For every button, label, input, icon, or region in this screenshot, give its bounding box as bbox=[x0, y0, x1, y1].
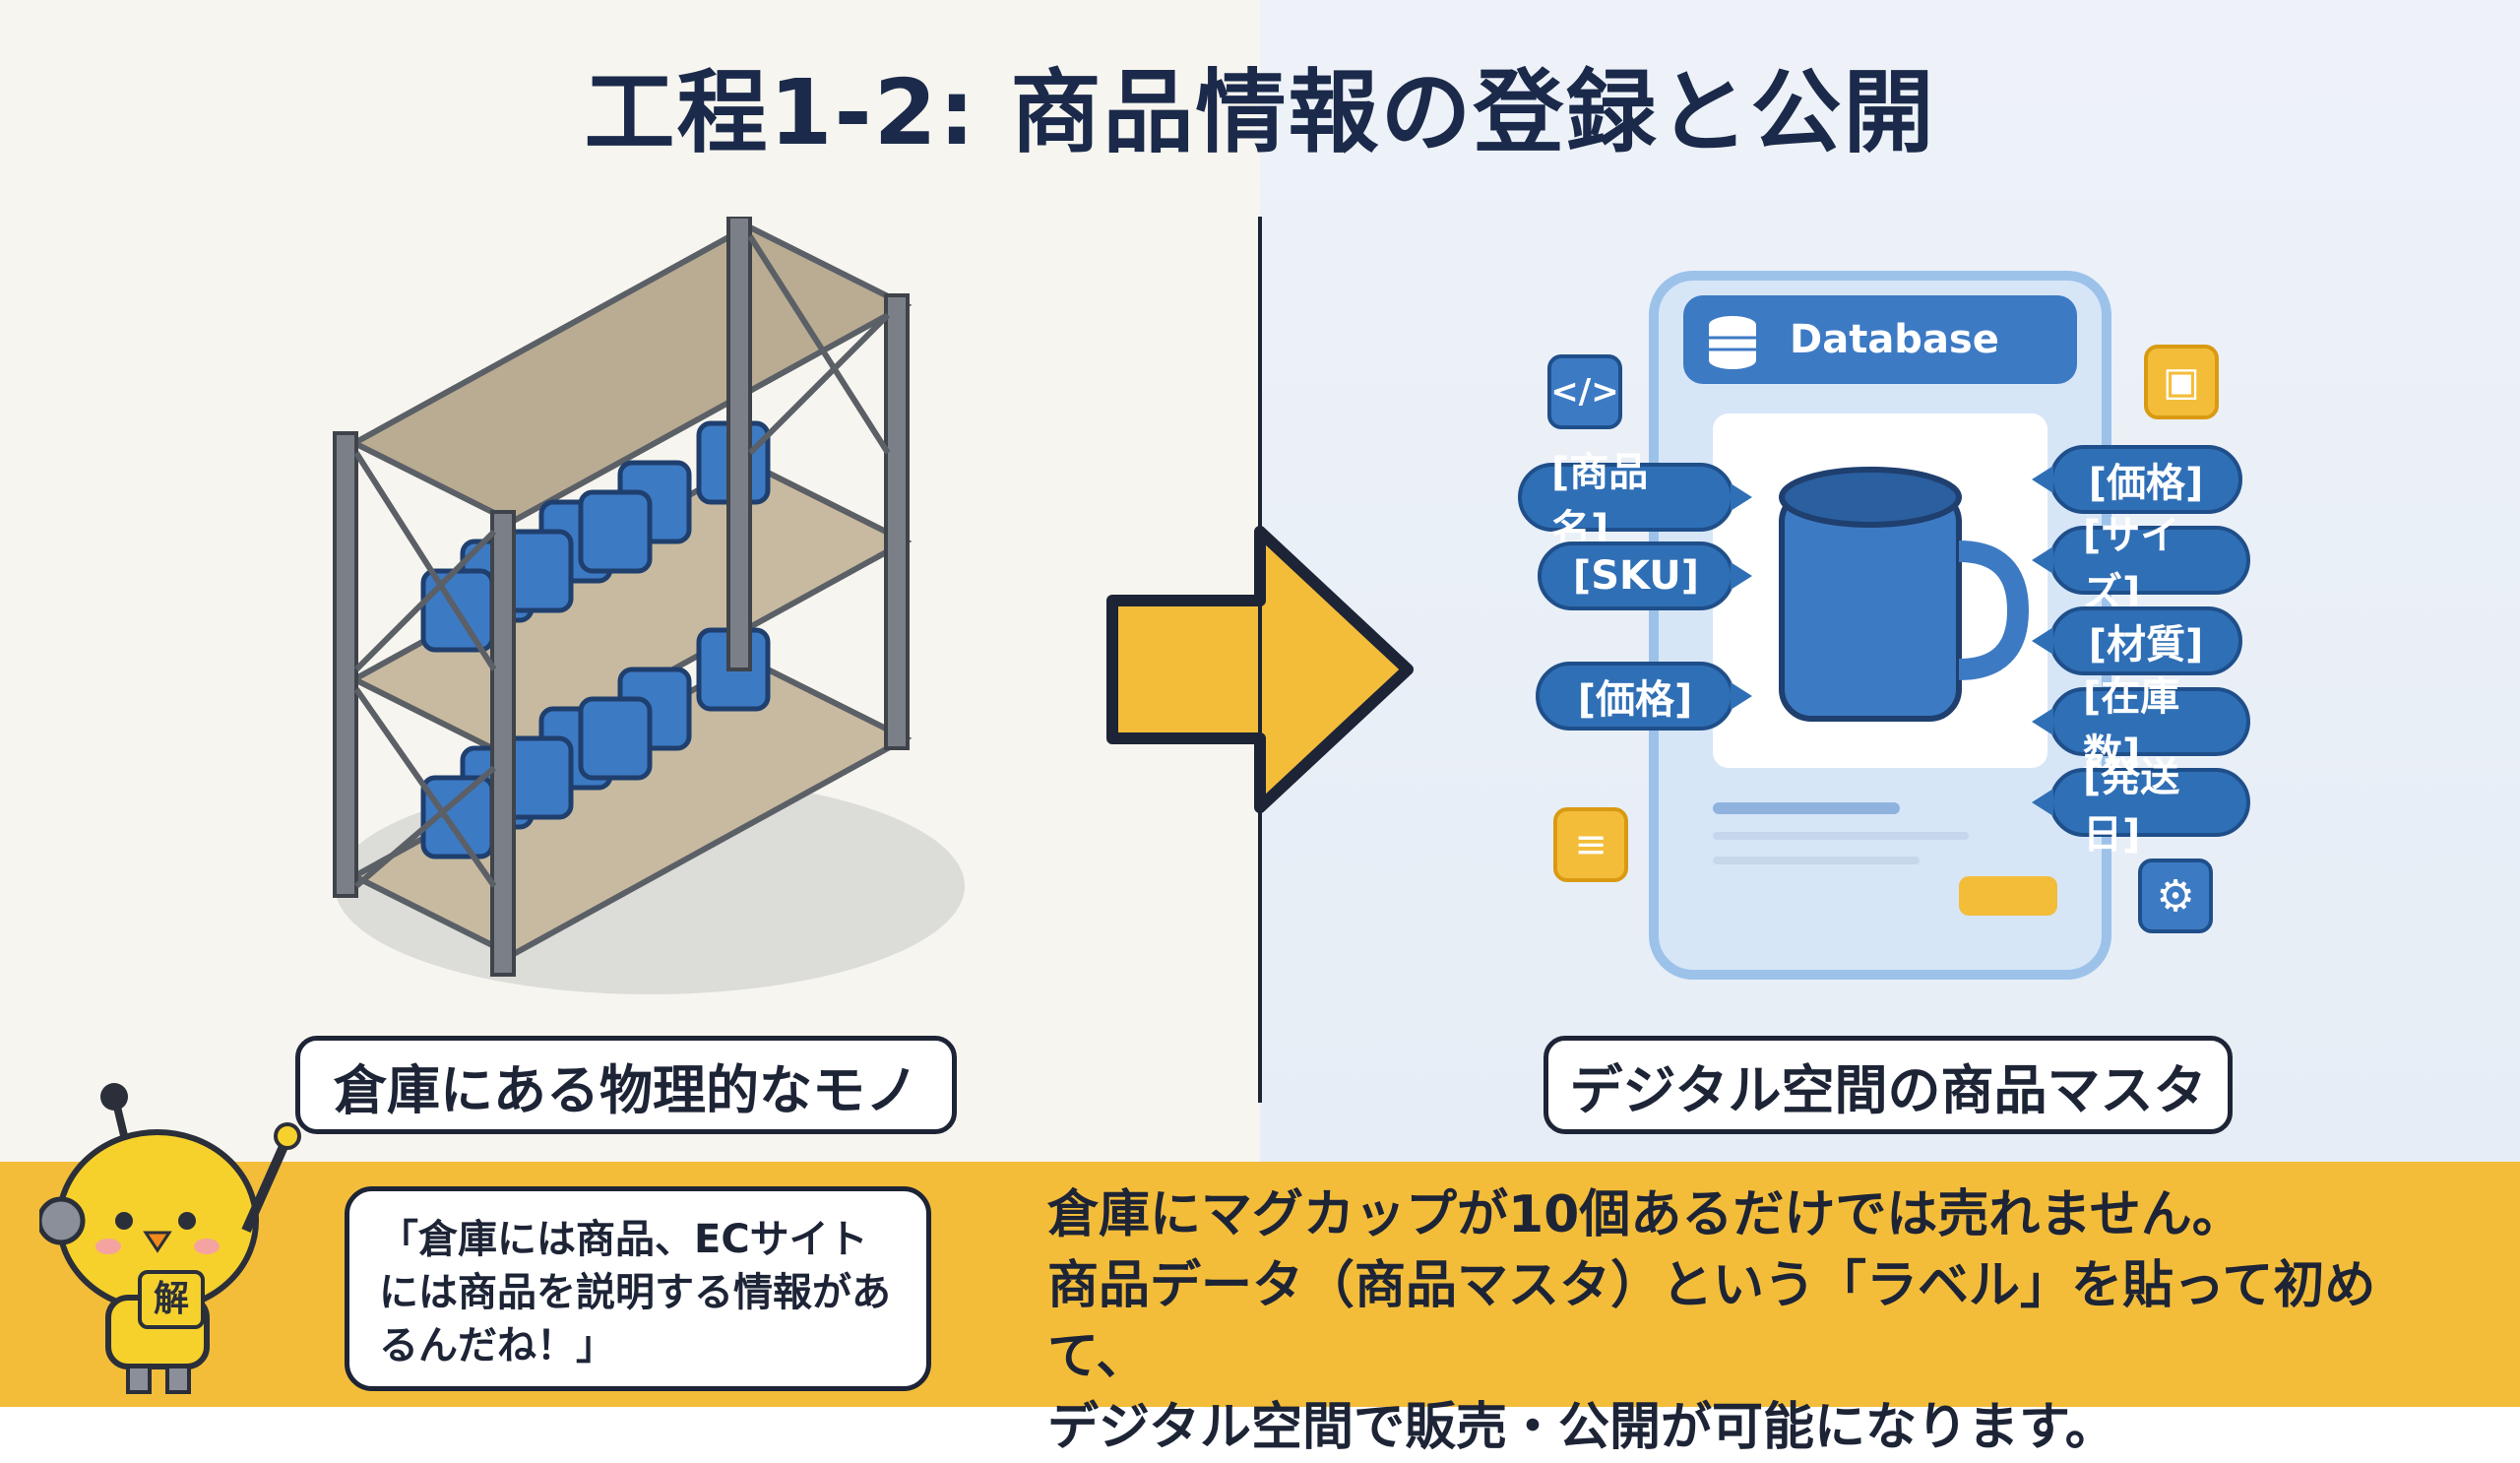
speech-bubble: 「倉庫には商品、ECサイト には商品を説明する情報があ るんだね！」 bbox=[345, 1186, 931, 1391]
warehouse-shelf-illustration bbox=[333, 217, 965, 994]
database-small-icon: ≡ bbox=[1553, 807, 1628, 882]
explanation-line-2: 商品データ（商品マスタ）という「ラベル」を貼って初めて、 bbox=[1047, 1256, 2376, 1386]
database-card bbox=[1649, 271, 2111, 980]
box-icon: ▣ bbox=[2144, 345, 2219, 419]
database-header-label: Database bbox=[1790, 317, 1999, 362]
tag-product-name: [商品名] bbox=[1518, 450, 1752, 552]
tag-price-right: [価格] bbox=[2032, 445, 2242, 514]
explanation-line-3: デジタル空間で販売・公開が可能になります。 bbox=[1047, 1398, 2116, 1457]
tag-ship-date: [発送日] bbox=[2032, 755, 2250, 858]
page-title: 工程1-2: 商品情報の登録と公開 bbox=[584, 60, 1936, 165]
left-caption: 倉庫にある物理的なモノ bbox=[295, 1036, 957, 1134]
right-caption: デジタル空間の商品マスタ bbox=[1544, 1036, 2233, 1134]
explanation-text: 倉庫にマグカップが10個あるだけでは売れません。 商品データ（商品マスタ）という… bbox=[1047, 1179, 2465, 1463]
code-icon: </> bbox=[1547, 354, 1622, 429]
mascot-badge: 解 bbox=[138, 1270, 205, 1329]
database-icon bbox=[1709, 316, 1756, 369]
explanation-line-1: 倉庫にマグカップが10個あるだけでは売れません。 bbox=[1047, 1185, 2243, 1244]
gear-icon: ⚙ bbox=[2138, 859, 2213, 933]
speech-bubble-text: 「倉庫には商品、ECサイト には商品を説明する情報があ るんだね！」 bbox=[379, 1217, 891, 1368]
tag-price-left: [価格] bbox=[1536, 662, 1752, 731]
tag-sku: [SKU] bbox=[1538, 541, 1752, 610]
mascot-robot-chick bbox=[39, 1083, 301, 1394]
section-divider bbox=[1258, 217, 1262, 1103]
tag-size: [サイズ] bbox=[2032, 513, 2250, 615]
tag-material: [材質] bbox=[2032, 606, 2242, 675]
